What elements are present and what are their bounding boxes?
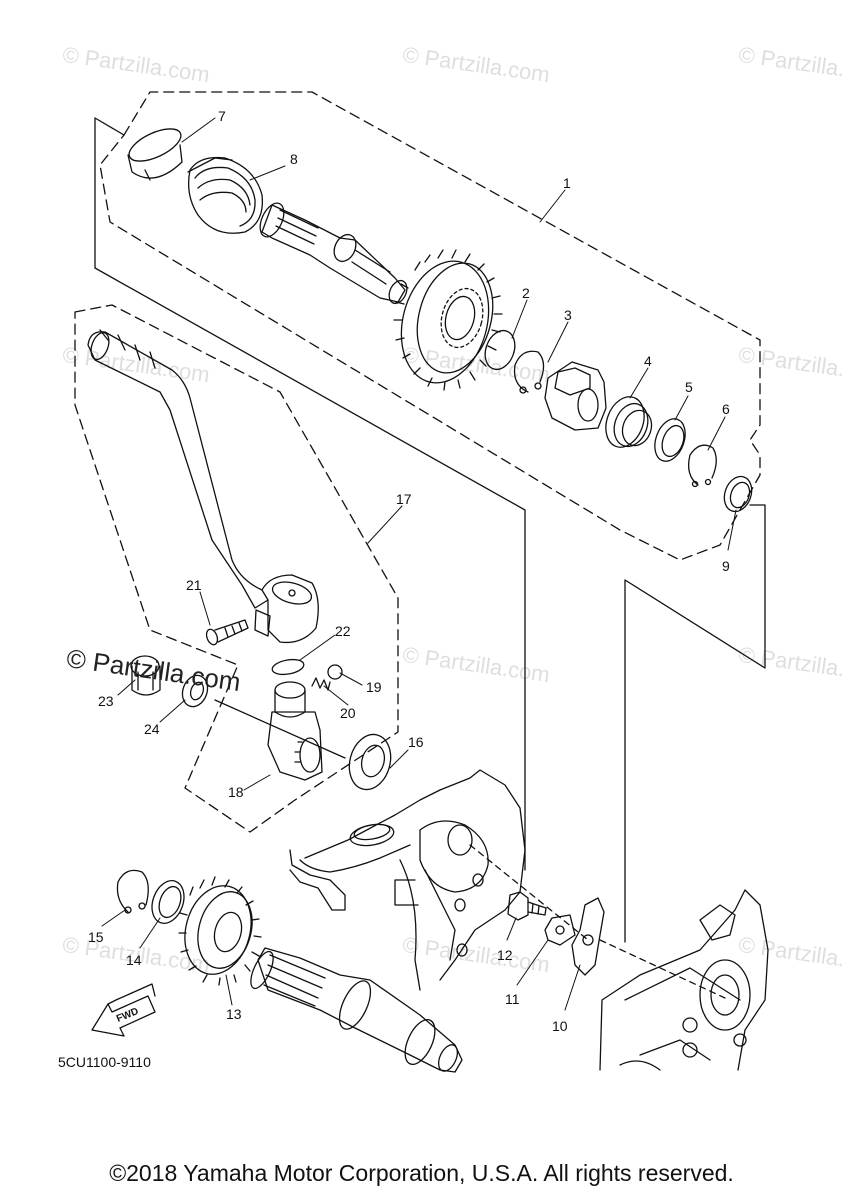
callout-22: 22: [335, 623, 351, 639]
part-11-plate: [544, 914, 576, 946]
callout-14: 14: [126, 952, 142, 968]
part-12-bolt: [507, 891, 547, 921]
callout-19: 19: [366, 679, 382, 695]
engine-side-cover: [599, 889, 769, 1071]
assembly-1-frame: [94, 117, 526, 871]
copyright-notice: ©2018 Yamaha Motor Corporation, U.S.A. A…: [109, 1160, 734, 1186]
part-6-circlip: [687, 444, 717, 488]
callout-3: 3: [564, 307, 572, 323]
callout-12: 12: [497, 947, 513, 963]
callout-6: 6: [722, 401, 730, 417]
callout-numbers: 7 8 1 2 3 4 5 6 9 17 21 22 19 20 23 24 1…: [88, 108, 730, 1034]
kick-shaft: [259, 202, 408, 305]
fwd-arrow-icon: [91, 983, 156, 1037]
callout-11: 11: [505, 991, 520, 1007]
callout-18: 18: [228, 784, 244, 800]
callout-20: 20: [340, 705, 356, 721]
part-22-oring: [271, 658, 305, 676]
callout-24: 24: [144, 721, 160, 737]
callout-15: 15: [88, 929, 104, 945]
callout-7: 7: [218, 108, 226, 124]
leader-lines: [101, 117, 737, 1011]
kick-ratchet: [544, 361, 607, 431]
callout-1: 1: [563, 175, 571, 191]
part-24-washer: [181, 674, 209, 708]
part-19-ball: [327, 664, 343, 680]
part-14-washer: [151, 880, 185, 924]
callout-9: 9: [722, 558, 730, 574]
kick-lever: [87, 329, 319, 644]
part-23-bolt: [130, 655, 161, 696]
part-10-stopper: [469, 844, 726, 999]
part-5-washer: [654, 418, 686, 462]
callout-4: 4: [644, 353, 652, 369]
part-7-collar: [127, 128, 183, 181]
part-20-spring: [311, 677, 331, 691]
part-16-oil-seal: [348, 733, 392, 791]
callout-13: 13: [226, 1006, 242, 1022]
part-15-circlip: [116, 869, 149, 914]
assembly-1-boundary: [99, 91, 761, 561]
callout-21: 21: [186, 577, 202, 593]
callout-10: 10: [552, 1018, 568, 1034]
part-2-washer: [484, 329, 516, 371]
part-8-spring: [187, 156, 264, 234]
part-9-washer: [723, 475, 753, 513]
part-3-circlip: [513, 350, 545, 394]
primary-shaft: [250, 947, 463, 1073]
crankcase: [289, 769, 526, 991]
callout-17: 17: [396, 491, 412, 507]
part-4-spring: [605, 396, 653, 448]
callout-16: 16: [408, 734, 424, 750]
assembly-9-frame: [624, 504, 766, 943]
assembly-17-boundary: [74, 304, 399, 833]
callout-2: 2: [522, 285, 530, 301]
callout-8: 8: [290, 151, 298, 167]
part-21-bolt: [205, 619, 249, 646]
part-13-idle-gear: [178, 876, 262, 986]
callout-5: 5: [685, 379, 693, 395]
part-18-kick-boss: [214, 681, 346, 781]
diagram-code: 5CU1100-9110: [58, 1054, 151, 1070]
callout-23: 23: [98, 693, 114, 709]
kick-gear: [393, 249, 503, 391]
